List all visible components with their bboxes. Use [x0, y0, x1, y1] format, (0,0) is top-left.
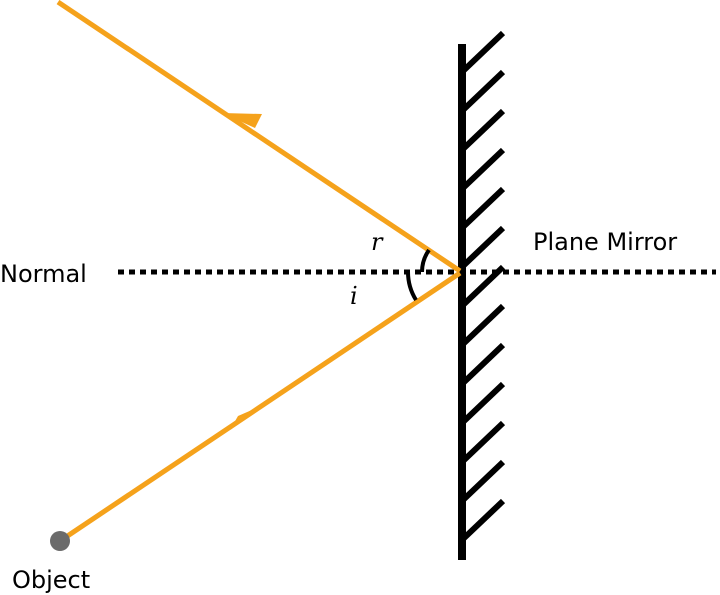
reflection-angle-arc [419, 248, 431, 273]
object-point [50, 531, 70, 551]
hatch-mark [459, 498, 506, 543]
mirror-label: Plane Mirror [533, 228, 677, 256]
object-label: Object [12, 566, 90, 594]
hatch-mark [459, 30, 506, 75]
reflected-ray [56, 0, 462, 274]
hatch-mark [459, 420, 506, 465]
normal-label: Normal [0, 260, 87, 288]
hatch-mark [459, 264, 506, 309]
incident-ray-arrow [230, 402, 270, 430]
reflected-ray-arrow [222, 113, 262, 128]
mirror-hatching [459, 30, 506, 543]
hatch-mark [459, 186, 506, 231]
hatch-mark [459, 459, 506, 504]
hatch-mark [459, 69, 506, 114]
hatch-mark [459, 303, 506, 348]
reflected-angle-label: r [371, 228, 384, 256]
hatch-mark [459, 381, 506, 426]
incidence-angle-arc [406, 271, 418, 302]
hatch-mark [459, 342, 506, 387]
incident-angle-label: i [350, 282, 358, 310]
hatch-mark [459, 108, 506, 153]
hatch-mark [459, 147, 506, 192]
hatch-mark [459, 225, 506, 270]
